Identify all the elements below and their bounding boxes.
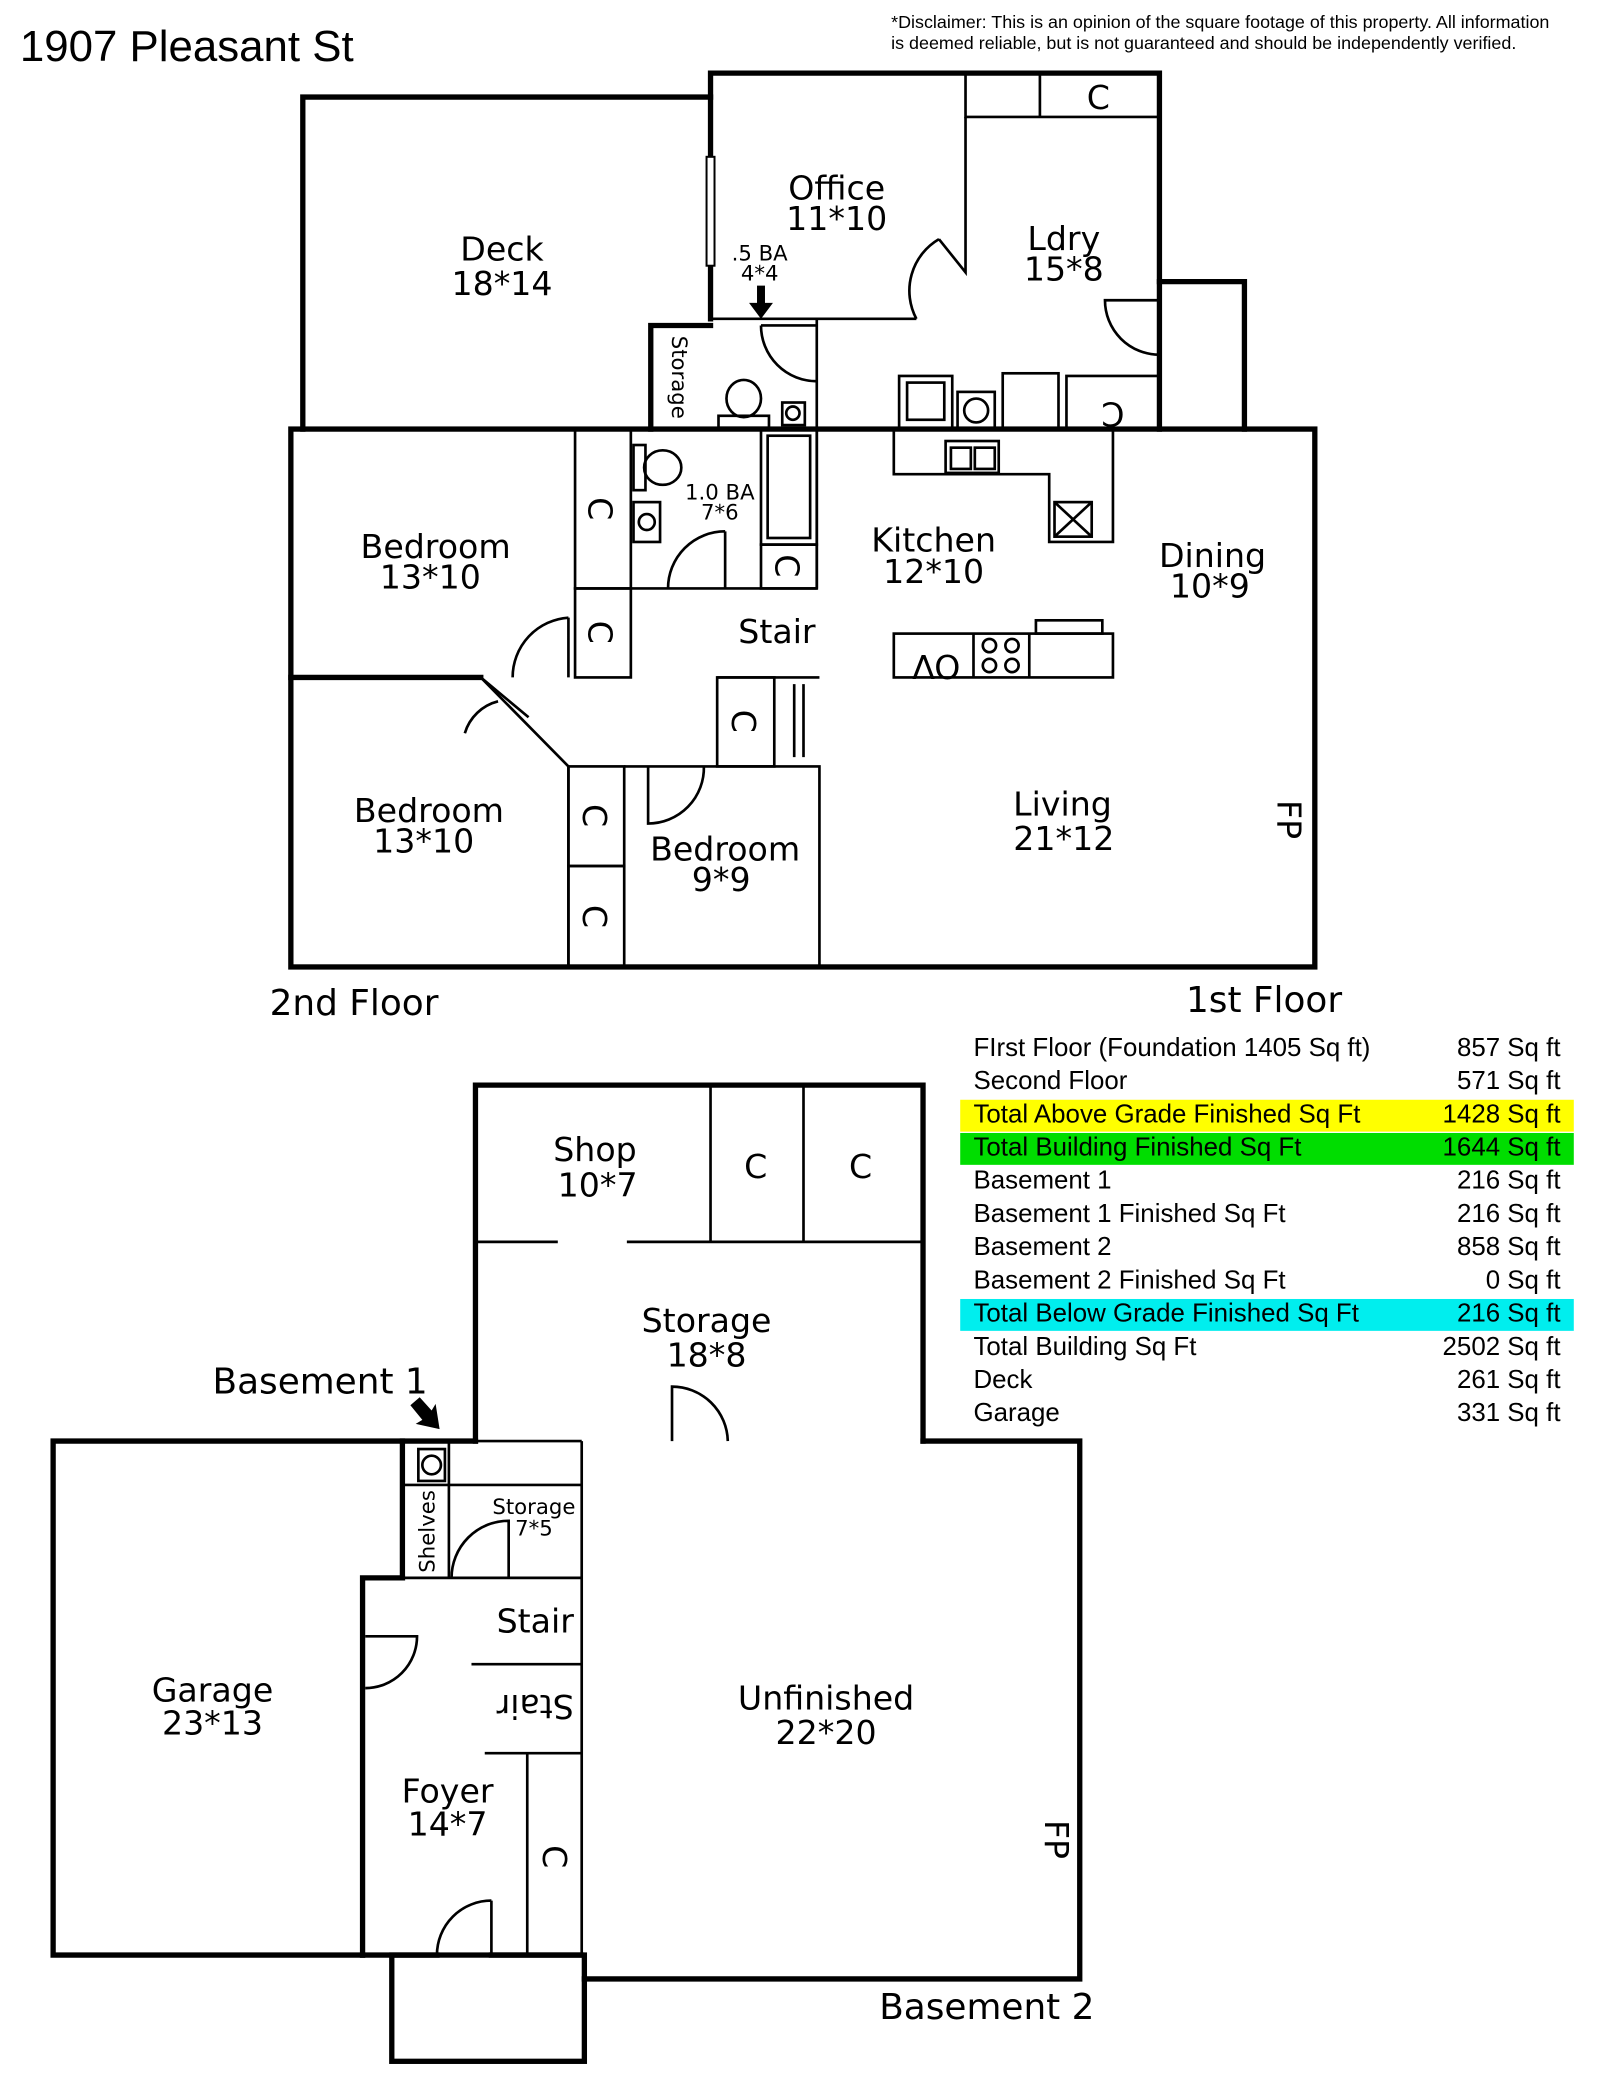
sqft-row-label: Deck [973, 1366, 1032, 1394]
room-name-bedroom-2: Bedroom [354, 791, 504, 830]
highlight-bar [960, 1298, 1574, 1331]
shelves-label: Shelves [415, 1490, 440, 1573]
room-name-bedroom-3: Bedroom [650, 830, 800, 869]
room-name-half-bath: .5 BA [732, 241, 789, 266]
room-name-living: Living [1013, 785, 1112, 824]
room-size-office: 11*10 [786, 199, 887, 238]
room-name-stair: Stair [738, 612, 816, 651]
sqft-row-label: FIrst Floor (Foundation 1405 Sq ft) [973, 1034, 1370, 1062]
room-name-ldry: Ldry [1027, 219, 1100, 258]
highlight-bar [960, 1132, 1574, 1165]
sqft-row-label: Basement 1 [973, 1167, 1111, 1195]
room-size-deck: 18*14 [451, 264, 552, 303]
sqft-row-label: Second Floor [973, 1067, 1127, 1095]
sqft-row-value: 1644 Sq ft [1443, 1134, 1561, 1162]
room-size-small-storage: 7*5 [515, 1516, 553, 1541]
room-size-bedroom-2: 13*10 [373, 822, 474, 861]
sqft-row-label: Basement 2 [973, 1233, 1111, 1261]
room-name-bedroom-1: Bedroom [361, 527, 511, 566]
room-size-ldry: 15*8 [1024, 249, 1104, 288]
fireplace-label: FP [1037, 1820, 1076, 1859]
room-name-storage: Storage [642, 1301, 772, 1340]
room-size-storage: 18*8 [667, 1336, 747, 1375]
sqft-row-label: Total Above Grade Finished Sq Ft [973, 1100, 1360, 1128]
upper-plan-walls [288, 70, 1318, 970]
room-size-dining: 10*9 [1170, 567, 1250, 606]
sqft-row-label: Total Building Finished Sq Ft [973, 1134, 1301, 1162]
room-name-deck: Deck [460, 229, 544, 268]
sqft-row-label: Garage [973, 1399, 1059, 1427]
sqft-row-label: Total Building Sq Ft [973, 1333, 1196, 1361]
fireplace-label: FP [1270, 800, 1309, 839]
sqft-table: FIrst Floor (Foundation 1405 Sq ft) 857 S… [960, 1034, 1574, 1427]
highlight-bar [960, 1099, 1574, 1132]
closet-label: C [744, 1147, 767, 1186]
room-size-half-bath: 4*4 [741, 261, 779, 286]
sqft-row-label: Total Below Grade Finished Sq Ft [973, 1300, 1358, 1328]
sqft-row-label: Basement 2 Finished Sq Ft [973, 1266, 1285, 1294]
lower-plan-walls [50, 1082, 1083, 2064]
floor-label-2nd: 2nd Floor [270, 983, 439, 1024]
sqft-row-value: 0 Sq ft [1486, 1266, 1561, 1294]
property-title: 1907 Pleasant St [20, 22, 354, 71]
room-size-kitchen: 12*10 [883, 552, 984, 591]
room-size-living: 21*12 [1013, 819, 1114, 858]
sqft-row-value: 1428 Sq ft [1443, 1100, 1561, 1128]
room-name-office: Office [788, 168, 885, 207]
room-name-kitchen: Kitchen [871, 520, 996, 559]
oven-label: OV [912, 647, 961, 686]
floor-label-basement-2: Basement 2 [879, 1987, 1094, 2028]
closet-label: C [575, 804, 614, 827]
sqft-row-value: 216 Sq ft [1457, 1167, 1561, 1195]
room-size-bedroom-3: 9*9 [692, 860, 751, 899]
room-size-bedroom-1: 13*10 [380, 557, 481, 596]
sqft-row-value: 261 Sq ft [1457, 1366, 1561, 1394]
closet-label: C [724, 710, 763, 733]
room-name-garage: Garage [152, 1670, 274, 1709]
room-name-unfinished: Unfinished [738, 1678, 914, 1717]
arrow-icon [749, 285, 773, 319]
sqft-row-value: 331 Sq ft [1457, 1399, 1561, 1427]
disclaimer-line-2: is deemed reliable, but is not guarantee… [891, 33, 1516, 53]
arrow-icon [410, 1397, 440, 1430]
sqft-row-value: 216 Sq ft [1457, 1200, 1561, 1228]
room-name-small-storage: Storage [492, 1495, 575, 1520]
room-size-bath: 7*6 [701, 500, 739, 525]
closet-label: C [768, 554, 807, 577]
room-size-foyer: 14*7 [408, 1805, 488, 1844]
stair-label-inverted: Stair [496, 1687, 574, 1726]
room-size-unfinished: 22*20 [776, 1713, 877, 1752]
sqft-row-value: 216 Sq ft [1457, 1300, 1561, 1328]
closet-label: C [1101, 395, 1124, 434]
sqft-row-label: Basement 1 Finished Sq Ft [973, 1200, 1285, 1228]
room-size-shop: 10*7 [558, 1166, 638, 1205]
stair-label: Stair [497, 1601, 575, 1640]
floor-label-basement-1: Basement 1 [212, 1361, 427, 1402]
closet-label: C [575, 905, 614, 928]
sqft-row-value: 571 Sq ft [1457, 1067, 1561, 1095]
closet-label: C [1087, 78, 1110, 117]
sqft-row-value: 858 Sq ft [1457, 1233, 1561, 1261]
closet-label: C [535, 1845, 574, 1868]
disclaimer-line-1: *Disclaimer: This is an opinion of the s… [891, 12, 1549, 32]
closet-label: C [580, 497, 619, 520]
sqft-row-value: 857 Sq ft [1457, 1034, 1561, 1062]
closet-label: C [580, 621, 619, 644]
room-name-foyer: Foyer [402, 1771, 494, 1810]
room-name-shop: Shop [553, 1130, 636, 1169]
room-name-bath: 1.0 BA [685, 480, 755, 505]
room-size-garage: 23*13 [162, 1704, 263, 1743]
sqft-row-value: 2502 Sq ft [1443, 1333, 1561, 1361]
closet-label: C [849, 1147, 872, 1186]
floor-label-1st: 1st Floor [1186, 980, 1342, 1021]
room-name-dining: Dining [1159, 536, 1266, 575]
room-name-storage: Storage [666, 336, 691, 419]
